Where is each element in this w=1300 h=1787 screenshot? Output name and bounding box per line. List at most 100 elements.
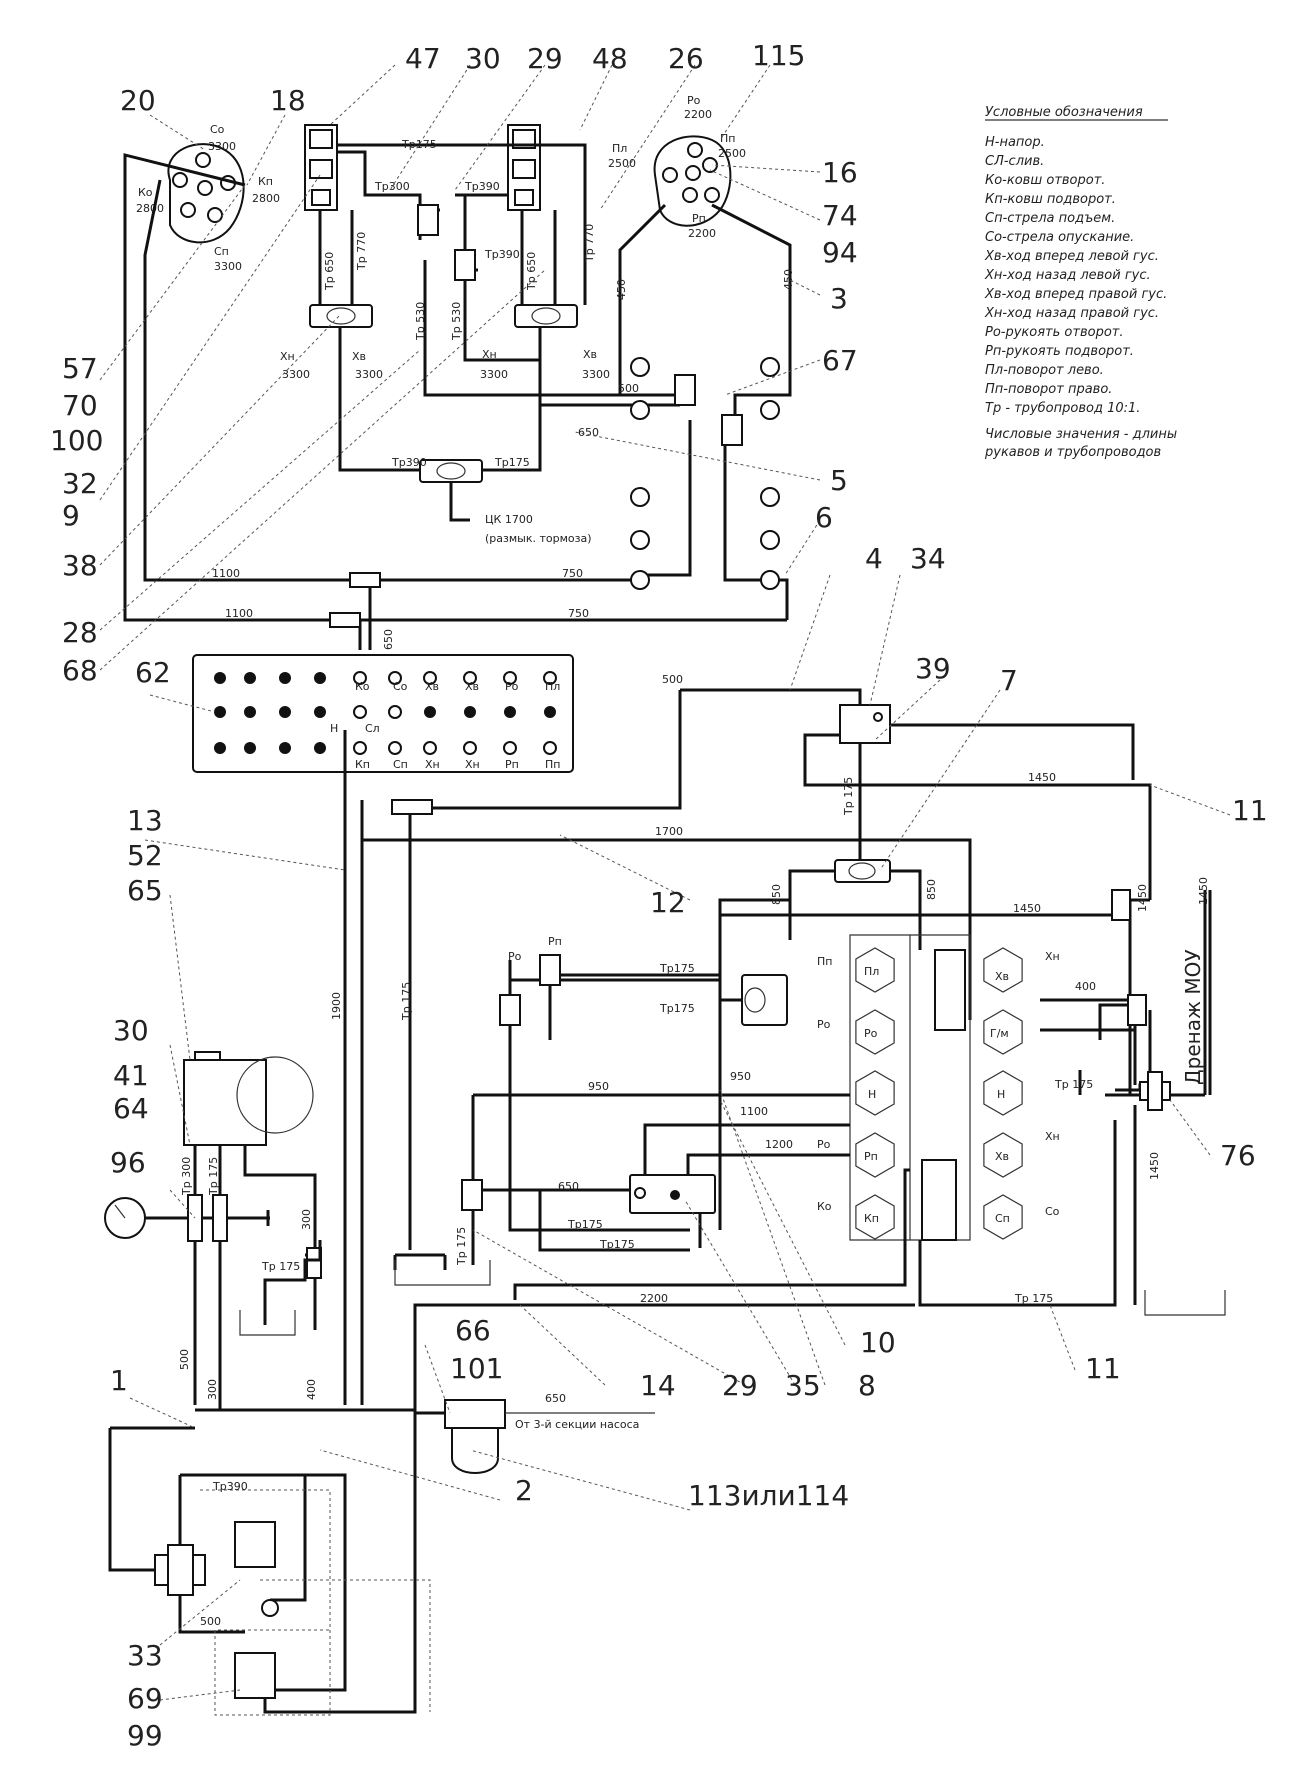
valve-section — [855, 1132, 895, 1178]
svg-text:Тр390: Тр390 — [484, 248, 520, 261]
svg-text:500: 500 — [662, 673, 683, 686]
svg-text:4: 4 — [865, 542, 883, 575]
filter-66 — [444, 1399, 506, 1474]
legend-note-2: рукавов и трубопроводов — [984, 445, 1161, 460]
svg-text:Рп: Рп — [692, 212, 706, 225]
panel-port — [214, 742, 226, 754]
panel-port — [463, 741, 477, 755]
panel-port — [244, 742, 256, 754]
panel-port — [244, 672, 256, 684]
svg-text:2200: 2200 — [640, 1292, 668, 1305]
svg-text:Ко: Ко — [138, 186, 153, 199]
svg-text:26: 26 — [668, 42, 704, 75]
svg-text:Тр390: Тр390 — [391, 456, 427, 469]
panel-port — [353, 705, 367, 719]
valve-section — [855, 947, 895, 993]
svg-text:3300: 3300 — [355, 368, 383, 381]
svg-text:101: 101 — [450, 1352, 503, 1385]
valve-bank-ports — [630, 357, 780, 590]
svg-text:Хн: Хн — [280, 350, 295, 363]
svg-text:9: 9 — [62, 499, 80, 532]
svg-text:Тр 770: Тр 770 — [355, 232, 368, 271]
svg-text:38: 38 — [62, 549, 98, 582]
svg-text:47: 47 — [405, 42, 441, 75]
shuttle-valve-7 — [834, 859, 891, 883]
legend-item: Пп-поворот право. — [985, 382, 1112, 397]
svg-text:1200: 1200 — [765, 1138, 793, 1151]
svg-text:Хв: Хв — [995, 1150, 1009, 1163]
legend-item: СЛ-слив. — [985, 154, 1044, 169]
svg-text:Хв: Хв — [995, 970, 1009, 983]
svg-text:48: 48 — [592, 42, 628, 75]
legend-item: Рп-рукоять подворот. — [985, 344, 1134, 359]
valve-section — [855, 1194, 895, 1240]
svg-text:2: 2 — [515, 1474, 533, 1507]
svg-text:2200: 2200 — [688, 227, 716, 240]
valve-39 — [839, 704, 891, 744]
svg-text:Тр175: Тр175 — [494, 456, 530, 469]
svg-text:Н: Н — [868, 1088, 876, 1101]
svg-text:Тр175: Тр175 — [401, 138, 437, 151]
svg-text:Тр 175: Тр 175 — [455, 1227, 468, 1266]
svg-text:76: 76 — [1220, 1139, 1256, 1172]
svg-text:Пл: Пл — [545, 680, 560, 693]
svg-text:Хн: Хн — [465, 758, 480, 771]
svg-text:96: 96 — [110, 1146, 146, 1179]
svg-text:Ро: Ро — [817, 1138, 831, 1151]
svg-text:1700: 1700 — [655, 825, 683, 838]
svg-text:113или114: 113или114 — [688, 1479, 849, 1512]
svg-text:Пл: Пл — [864, 965, 879, 978]
svg-text:Хн: Хн — [482, 348, 497, 361]
svg-text:Дренаж МОУ: Дренаж МОУ — [1181, 949, 1205, 1085]
svg-text:Рп: Рп — [864, 1150, 878, 1163]
svg-text:6: 6 — [815, 501, 833, 534]
svg-text:10: 10 — [860, 1326, 896, 1359]
svg-text:2200: 2200 — [684, 108, 712, 121]
panel-port — [279, 672, 291, 684]
svg-text:Хв: Хв — [352, 350, 366, 363]
svg-text:Тр390: Тр390 — [464, 180, 500, 193]
svg-text:74: 74 — [822, 199, 858, 232]
svg-text:Ро: Ро — [505, 680, 519, 693]
panel-port — [503, 671, 517, 685]
svg-text:3300: 3300 — [214, 260, 242, 273]
legend-item: Ро-рукоять отворот. — [985, 325, 1123, 340]
svg-text:39: 39 — [915, 652, 951, 685]
tank-30 — [183, 1051, 314, 1146]
svg-text:Пп: Пп — [720, 132, 735, 145]
svg-text:29: 29 — [527, 42, 563, 75]
svg-text:65: 65 — [127, 874, 163, 907]
svg-text:ЦК 1700: ЦК 1700 — [485, 513, 533, 526]
valve-section — [983, 1132, 1023, 1178]
svg-text:29: 29 — [722, 1369, 758, 1402]
panel-port — [388, 705, 402, 719]
svg-text:650: 650 — [545, 1392, 566, 1405]
svg-text:52: 52 — [127, 839, 163, 872]
svg-text:2800: 2800 — [136, 202, 164, 215]
svg-text:650: 650 — [578, 426, 599, 439]
svg-text:99: 99 — [127, 1719, 163, 1752]
svg-text:Кп: Кп — [355, 758, 370, 771]
svg-text:3300: 3300 — [282, 368, 310, 381]
legend-item: Со-стрела опускание. — [985, 230, 1134, 245]
valve-section — [983, 1009, 1023, 1055]
svg-text:750: 750 — [568, 607, 589, 620]
svg-text:Тр 175: Тр 175 — [400, 982, 413, 1021]
valve-section — [983, 1194, 1023, 1240]
svg-text:Кп: Кп — [258, 175, 273, 188]
svg-text:3300: 3300 — [208, 140, 236, 153]
panel-port — [353, 741, 367, 755]
svg-text:41: 41 — [113, 1059, 149, 1092]
svg-text:300: 300 — [206, 1379, 219, 1400]
legend-item: Хв-ход вперед правой гус. — [984, 287, 1167, 302]
svg-text:Тр 175: Тр 175 — [842, 777, 855, 816]
legend-item: Кп-ковш подворот. — [985, 192, 1116, 207]
control-panel-62: Ко Со Хв Хв Ро Пл Н Сл Кп Сп Хн Хн Рп Пп — [192, 654, 574, 773]
valve-section — [983, 1070, 1023, 1116]
svg-text:750: 750 — [562, 567, 583, 580]
svg-text:Кп: Кп — [864, 1212, 879, 1225]
legend-item: Сп-стрела подъем. — [985, 211, 1115, 226]
svg-text:От 3-й секции насоса: От 3-й секции насоса — [515, 1418, 639, 1431]
svg-text:Ко: Ко — [355, 680, 370, 693]
